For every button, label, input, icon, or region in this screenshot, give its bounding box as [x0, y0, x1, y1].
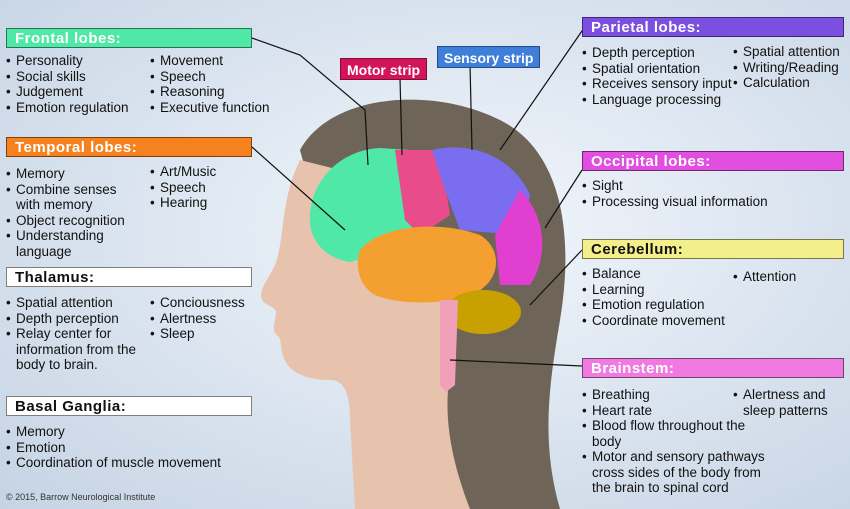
thalamus-item: Sleep [150, 326, 260, 342]
thalamus-item: Relay center for information from the bo… [6, 326, 151, 373]
temporal-list-col1: MemoryCombine senses with memoryObject r… [6, 166, 141, 259]
sensory-strip-tag: Sensory strip [437, 46, 541, 68]
frontal-item: Speech [150, 69, 280, 85]
brainstem-list-col1: BreathingHeart rateBlood flow throughout… [582, 387, 772, 496]
thalamus-item: Spatial attention [6, 295, 151, 311]
parietal-lobes-header: Parietal lobes: [582, 17, 844, 37]
occipital-lobe [495, 190, 543, 285]
occipital-item: Sight [582, 178, 844, 194]
parietal-item: Depth perception [582, 45, 732, 61]
frontal-list-col1: PersonalitySocial skillsJudgementEmotion… [6, 53, 151, 115]
face [261, 160, 470, 509]
parietal-item: Spatial attention [733, 44, 848, 60]
temporal-lobes-header: Temporal lobes: [6, 137, 252, 157]
frontal-list-col2: MovementSpeechReasoningExecutive functio… [150, 53, 280, 115]
frontal-item: Social skills [6, 69, 151, 85]
parietal-list-col2: Spatial attentionWriting/ReadingCalculat… [733, 44, 848, 91]
copyright-text: © 2015, Barrow Neurological Institute [6, 492, 156, 502]
leader-lines [251, 27, 585, 367]
basal-item: Memory [6, 424, 266, 440]
parietal-item: Spatial orientation [582, 61, 732, 77]
thalamus-item: Depth perception [6, 311, 151, 327]
cerebellum-item: Attention [733, 269, 843, 285]
frontal-item: Executive function [150, 100, 280, 116]
temporal-item: Art/Music [150, 164, 250, 180]
cerebellum-header: Cerebellum: [582, 239, 844, 259]
temporal-item: Speech [150, 180, 250, 196]
brainstem-list-col2: Alertness and sleep patterns [733, 387, 845, 418]
frontal-lobes-header: Frontal lobes: [6, 28, 252, 48]
cerebellum-list-col2: Attention [733, 269, 843, 285]
parietal-item: Language processing [582, 92, 732, 108]
frontal-item: Emotion regulation [6, 100, 151, 116]
cerebellum-list-col1: BalanceLearningEmotion regulationCoordin… [582, 266, 732, 328]
cerebellum-region [445, 290, 521, 334]
thalamus-list-col1: Spatial attentionDepth perceptionRelay c… [6, 295, 151, 373]
occipital-lobes-header: Occipital lobes: [582, 151, 844, 171]
brainstem-item: Blood flow throughout the body [582, 418, 772, 449]
basal-list-col1: MemoryEmotionCoordination of muscle move… [6, 424, 266, 471]
frontal-item: Judgement [6, 84, 151, 100]
thalamus-list-col2: ConciousnessAlertnessSleep [150, 295, 260, 342]
cerebellum-item: Balance [582, 266, 732, 282]
parietal-item: Writing/Reading [733, 60, 848, 76]
temporal-item: Memory [6, 166, 141, 182]
frontal-item: Movement [150, 53, 280, 69]
brainstem-item: Heart rate [582, 403, 772, 419]
frontal-item: Personality [6, 53, 151, 69]
frontal-item: Reasoning [150, 84, 280, 100]
temporal-item: Object recognition [6, 213, 141, 229]
cerebellum-item: Emotion regulation [582, 297, 732, 313]
temporal-item: Combine senses with memory [6, 182, 141, 213]
temporal-item: Understanding language [6, 228, 141, 259]
temporal-lobe [357, 226, 497, 303]
brainstem-item: Alertness and sleep patterns [733, 387, 845, 418]
parietal-item: Calculation [733, 75, 848, 91]
brainstem-item: Breathing [582, 387, 772, 403]
parietal-item: Receives sensory input [582, 76, 732, 92]
temporal-item: Hearing [150, 195, 250, 211]
thalamus-header: Thalamus: [6, 267, 252, 287]
brainstem-region [440, 300, 458, 392]
temporal-list-col2: Art/MusicSpeechHearing [150, 164, 250, 211]
basal-item: Coordination of muscle movement [6, 455, 266, 471]
cerebellum-item: Learning [582, 282, 732, 298]
thalamus-item: Alertness [150, 311, 260, 327]
brainstem-header: Brainstem: [582, 358, 844, 378]
occipital-item: Processing visual information [582, 194, 844, 210]
parietal-lobe [432, 147, 530, 235]
motor-strip-region [395, 150, 450, 235]
occipital-list-col1: SightProcessing visual information [582, 178, 844, 209]
brainstem-item: Motor and sensory pathways cross sides o… [582, 449, 772, 496]
basal-item: Emotion [6, 440, 266, 456]
motor-strip-tag: Motor strip [340, 58, 428, 80]
basal-ganglia-header: Basal Ganglia: [6, 396, 252, 416]
cerebellum-item: Coordinate movement [582, 313, 732, 329]
parietal-list-col1: Depth perceptionSpatial orientationRecei… [582, 45, 732, 107]
thalamus-item: Conciousness [150, 295, 260, 311]
